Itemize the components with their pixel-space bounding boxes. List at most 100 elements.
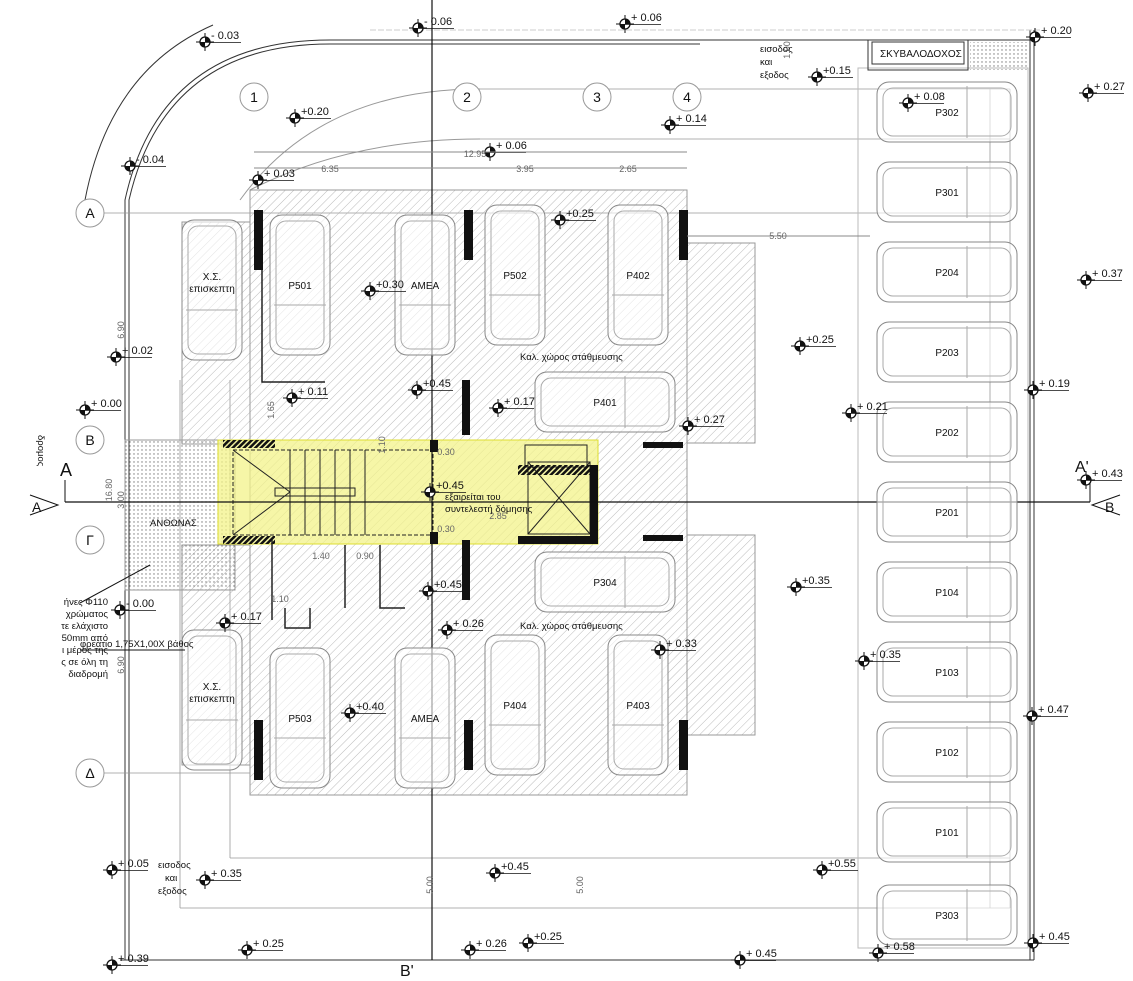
level-marker: +0.40 <box>341 701 386 722</box>
level-marker: +0.25 <box>791 334 836 355</box>
grid-row-bubble: Α <box>75 198 105 228</box>
level-marker: + 0.33 <box>651 638 697 659</box>
level-marker: + 0.08 <box>899 91 945 112</box>
level-marker: +0.45 <box>419 579 464 600</box>
garden-area <box>124 439 236 591</box>
level-value: - 0.06 <box>424 16 452 28</box>
parking-space-label: P403 <box>626 701 650 712</box>
cars-layer: P302P301P204P203P202P201P104P103P102P101… <box>181 81 1018 946</box>
section-arrow-a: A <box>32 499 42 515</box>
parking-space: P104 <box>876 561 1018 623</box>
parking-space: P302 <box>876 81 1018 143</box>
parking-space-label: P203 <box>935 348 959 359</box>
level-value: + 0.14 <box>676 113 707 125</box>
level-value: + 0.06 <box>631 12 662 24</box>
grid-label: 4 <box>683 89 691 105</box>
level-marker: +0.25 <box>551 208 596 229</box>
level-value: + 0.26 <box>476 938 507 950</box>
level-value: - 0.00 <box>126 598 154 610</box>
level-value: + 0.45 <box>746 948 777 960</box>
grid-column-bubble: 3 <box>582 82 612 112</box>
level-marker: + 0.05 <box>103 858 149 879</box>
entry-label-top-2: και <box>760 57 772 68</box>
level-marker: + 0.45 <box>731 948 777 969</box>
parking-space: P502 <box>484 204 546 346</box>
parking-space-label: P401 <box>593 398 617 409</box>
parking-space: P102 <box>876 721 1018 783</box>
grid-column-bubble: 1 <box>239 82 269 112</box>
level-marker: + 0.27 <box>679 414 725 435</box>
level-marker: + 0.06 <box>616 12 662 33</box>
level-value: + 0.27 <box>694 414 725 426</box>
level-value: + 0.47 <box>1038 704 1069 716</box>
dimension-value: 1.10 <box>377 436 387 454</box>
parking-space: P301 <box>876 161 1018 223</box>
parking-space: P103 <box>876 641 1018 703</box>
parking-space-label: P502 <box>503 271 527 282</box>
bin-store: ΣΚΥΒΑΛΟΔΟΧΟΣ <box>867 39 1028 71</box>
level-value: +0.25 <box>534 931 562 943</box>
level-value: +0.45 <box>501 861 529 873</box>
level-markers: - 0.03- 0.06+ 0.06+ 0.20+0.15+ 0.27+ 0.0… <box>76 12 1125 974</box>
note-line: ς σε όλη τη <box>61 657 108 668</box>
level-value: + 0.00 <box>91 398 122 410</box>
dimension-value: 3.95 <box>516 164 534 174</box>
visitor-parking-space: Χ.Σ.επισκεπτη <box>181 629 243 771</box>
level-value: + 0.26 <box>453 618 484 630</box>
level-marker: + 0.17 <box>489 396 535 417</box>
parking-space: P202 <box>876 401 1018 463</box>
note-line: χρώματος <box>66 609 109 620</box>
level-value: + 0.25 <box>253 938 284 950</box>
ramp-area-bottom <box>686 534 756 736</box>
road-curbs <box>84 24 1040 961</box>
grid-label: 3 <box>593 89 601 105</box>
level-marker: + 0.26 <box>461 938 507 959</box>
dimension-value: 1.00 <box>782 41 792 59</box>
level-marker: + 0.25 <box>238 938 284 959</box>
drainage-note: ήνες Φ110 χρώματος τε ελάχιστο 50mm από … <box>61 597 108 680</box>
level-value: + 0.35 <box>211 868 242 880</box>
walls <box>223 210 688 780</box>
level-value: + 0.02 <box>122 345 153 357</box>
level-marker: + 0.03 <box>249 168 295 189</box>
parking-space: P303 <box>876 884 1018 946</box>
level-marker: - 0.06 <box>409 16 454 37</box>
parking-space-label: P402 <box>626 271 650 282</box>
dimension-value: 2.85 <box>489 511 507 521</box>
bin-store-label: ΣΚΥΒΑΛΟΔΟΧΟΣ <box>880 49 962 60</box>
level-value: + 0.45 <box>1039 931 1070 943</box>
level-value: +0.30 <box>376 279 404 291</box>
parking-space-label: P303 <box>935 911 959 922</box>
parking-space: P204 <box>876 241 1018 303</box>
entry-label-top-3: εξοδος <box>760 70 789 81</box>
note-line: ι μέρος της <box>62 645 108 656</box>
level-marker: +0.25 <box>519 931 564 952</box>
level-value: + 0.05 <box>118 858 149 870</box>
parking-space-label: P301 <box>935 188 959 199</box>
level-value: +0.25 <box>566 208 594 220</box>
entry-label-top-1: εισοδος <box>760 44 793 55</box>
level-marker: + 0.21 <box>842 401 888 422</box>
level-value: + 0.27 <box>1094 81 1125 93</box>
parking-space-label: P503 <box>288 714 312 725</box>
level-marker: + 0.00 <box>76 398 122 419</box>
parking-space: P503 <box>269 647 331 789</box>
note-line: ήνες Φ110 <box>64 597 108 608</box>
level-value: + 0.35 <box>870 649 901 661</box>
level-value: + 0.20 <box>1041 25 1072 37</box>
parking-space-label: P104 <box>935 588 959 599</box>
level-value: + 0.08 <box>914 91 945 103</box>
level-marker: - 0.04 <box>121 154 166 175</box>
level-marker: - 0.03 <box>196 30 241 51</box>
visitor-label: Χ.Σ. <box>203 272 221 283</box>
dimension-value: 2.65 <box>619 164 637 174</box>
parking-space-label: ΑΜΕΑ <box>411 281 440 292</box>
grid-label: 2 <box>463 89 471 105</box>
level-marker: + 0.19 <box>1024 378 1070 399</box>
dimension-value: 16.80 <box>104 479 114 502</box>
level-value: +0.35 <box>802 575 830 587</box>
level-value: +0.55 <box>828 858 856 870</box>
parking-space-label: P404 <box>503 701 527 712</box>
dimension-value: 3.00 <box>116 491 126 509</box>
parking-space: P101 <box>876 801 1018 863</box>
